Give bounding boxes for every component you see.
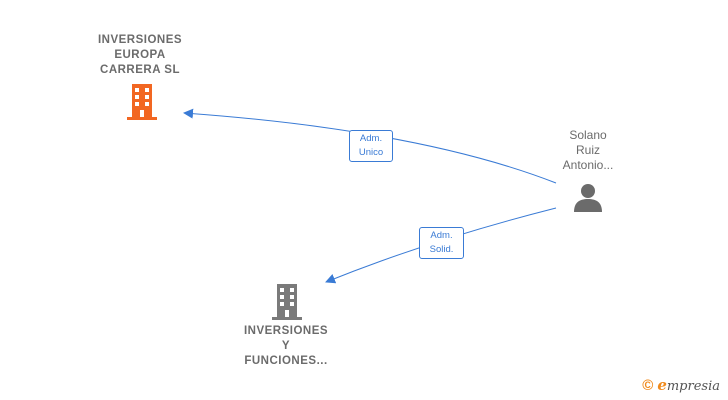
company-top-label-line-1: INVERSIONES [97, 34, 183, 46]
building-icon[interactable] [125, 84, 159, 120]
edge-label-line-1: Adm. [430, 230, 453, 241]
company-bottom-label[interactable]: INVERSIONES Y FUNCIONES... [236, 324, 336, 369]
company-top-label-line-2: EUROPA [114, 49, 166, 61]
empresia-watermark: © empresia [642, 376, 720, 394]
company-top-label[interactable]: INVERSIONES EUROPA CARRERA SL [90, 33, 190, 78]
edge-label-line-2: Unico [358, 147, 384, 158]
edge-label-line-2: Solid. [429, 244, 454, 255]
company-bottom-label-line-3: FUNCIONES... [244, 355, 328, 367]
person-label-line-2: Ruiz [575, 143, 600, 157]
brand-logo: empresia [657, 376, 720, 394]
edge-label-adm-solid: Adm. Solid. [419, 227, 464, 259]
edge-label-line-1: Adm. [359, 133, 383, 144]
person-label-line-1: Solano [569, 128, 607, 142]
person-label-line-3: Antonio... [562, 158, 614, 172]
edge-label-adm-unico: Adm. Unico [349, 130, 393, 162]
company-bottom-label-line-2: Y [281, 340, 291, 352]
building-icon[interactable] [270, 284, 304, 320]
copyright-icon: © [642, 376, 654, 394]
brand-logo-initial: e [657, 376, 667, 394]
brand-logo-rest: mpresia [666, 379, 720, 394]
company-bottom-label-line-1: INVERSIONES [243, 325, 329, 337]
person-icon[interactable] [572, 182, 604, 214]
person-label[interactable]: Solano Ruiz Antonio... [548, 128, 628, 173]
edge-person-to-company-top [183, 108, 557, 184]
company-top-label-line-3: CARRERA SL [100, 64, 180, 76]
